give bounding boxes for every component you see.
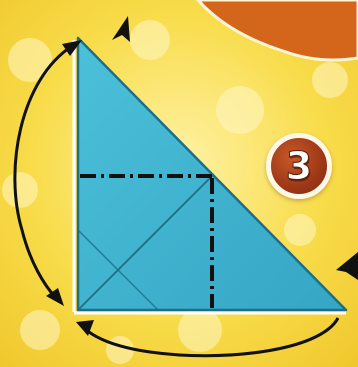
- background-bokeh: [2, 20, 348, 364]
- step-number: 3: [285, 144, 313, 188]
- curved-double-arrow-icon: [13, 44, 73, 300]
- arrowhead-icon: [46, 288, 64, 306]
- curved-arrow-icon: [82, 317, 340, 358]
- arrowhead-icon: [76, 320, 94, 336]
- crease-line: [77, 175, 213, 311]
- step-number-badge: 3: [266, 133, 332, 199]
- arrowhead-icon: [336, 252, 358, 280]
- arrowhead-icon: [112, 16, 130, 42]
- crease-line: [77, 229, 159, 311]
- arrowhead-icon: [62, 40, 82, 56]
- top-banner: [195, 0, 358, 62]
